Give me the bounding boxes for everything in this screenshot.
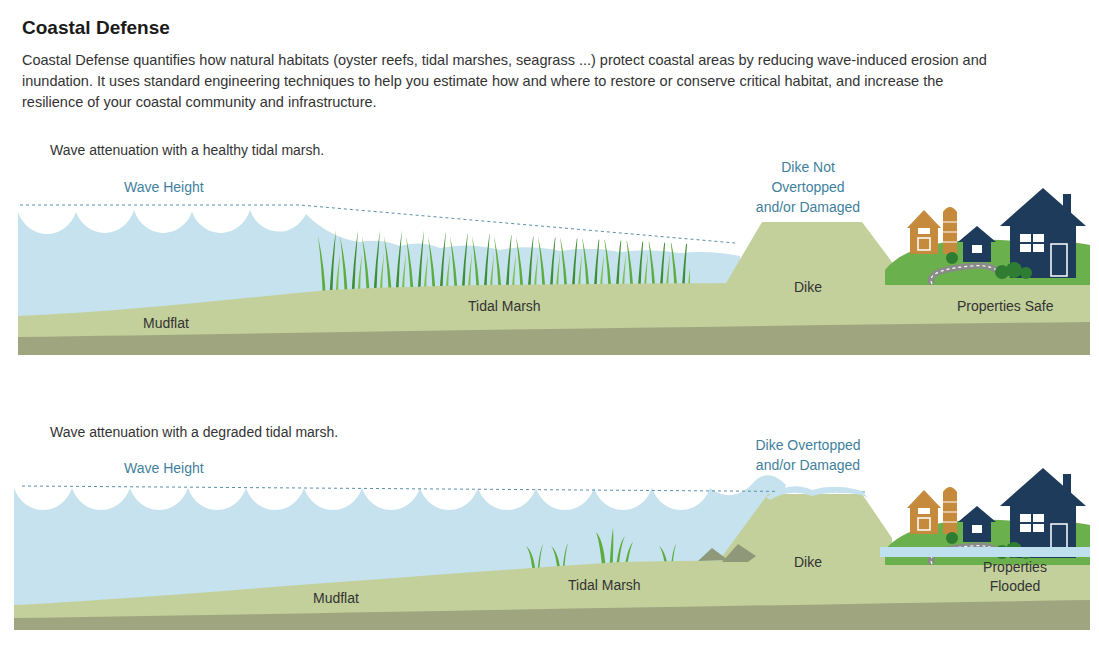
dike-status-label: Dike Not Overtopped and/or Damaged [752, 157, 864, 217]
ground [14, 560, 1090, 630]
zone-label: Dike [794, 553, 822, 571]
substrate [14, 600, 1090, 630]
zone-label: Tidal Marsh [468, 297, 541, 315]
panel-heading: Wave attenuation with a healthy tidal ma… [50, 141, 324, 159]
ground [18, 283, 1090, 355]
dike-rubble [698, 544, 756, 562]
degraded-panel [14, 468, 1090, 630]
dike-status-label: Dike Overtopped and/or Damaged [749, 435, 867, 475]
healthy-panel [18, 188, 1090, 355]
zone-label: Tidal Marsh [568, 576, 641, 594]
zone-label: Mudflat [313, 589, 359, 607]
panel-heading: Wave attenuation with a degraded tidal m… [50, 423, 338, 441]
title: Coastal Defense [22, 16, 170, 40]
overtopping-water [766, 486, 868, 500]
wave-height-label: Wave Height [124, 459, 204, 477]
zone-label: Dike [794, 278, 822, 296]
wave-height-line [22, 486, 865, 492]
flood-water [880, 547, 1090, 557]
property-status-label: Properties Safe [957, 297, 1054, 315]
village-safe [885, 188, 1090, 285]
property-status-label: Properties Flooded [975, 558, 1055, 596]
zone-label: Mudflat [143, 314, 189, 332]
wave-height-label: Wave Height [124, 178, 204, 196]
intro-text: Coastal Defense quantifies how natural h… [22, 50, 987, 113]
